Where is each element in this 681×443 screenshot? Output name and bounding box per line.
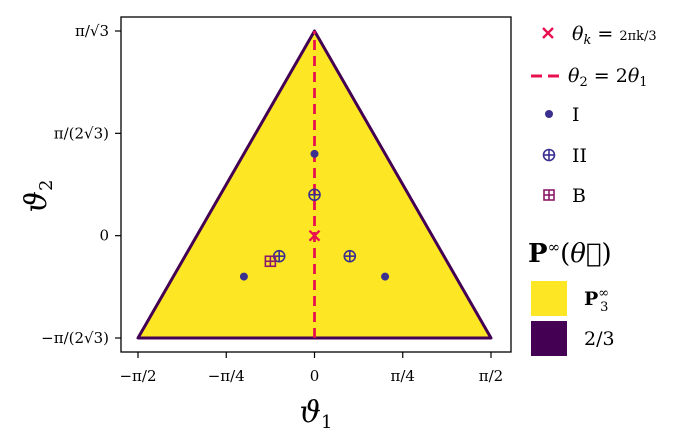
x-tick-label-0: −π/2 bbox=[119, 367, 156, 385]
legend: θk = 2πk/3 θ2 = 2θ1 I II bbox=[531, 23, 657, 207]
y-tick-label-0: π/√3 bbox=[75, 22, 109, 40]
point-theta-k-0 bbox=[308, 229, 321, 242]
color-legend: P∞(θ⃗) P∞3 2/3 bbox=[528, 238, 615, 356]
legend-entry-theta-2: θ2 = 2θ1 bbox=[531, 65, 648, 90]
y-tick-label-3: −π/(2√3) bbox=[41, 329, 109, 347]
circle-plus-marker-icon bbox=[542, 148, 556, 162]
legend-label-theta-2: θ2 = 2θ1 bbox=[568, 65, 648, 90]
y-axis-label: ϑ2 bbox=[19, 180, 57, 213]
color-legend-label-P3: P∞3 bbox=[584, 286, 609, 315]
point-I-1 bbox=[239, 272, 248, 281]
legend-entry-II: II bbox=[542, 145, 587, 167]
legend-label-theta-k: θk = 2πk/3 bbox=[572, 23, 657, 48]
x-marker-icon bbox=[542, 27, 554, 39]
x-tick-label-1: −π/4 bbox=[208, 367, 245, 385]
point-I-0 bbox=[310, 149, 319, 158]
point-B-0 bbox=[264, 255, 277, 268]
point-II-0 bbox=[308, 188, 321, 202]
x-ticks: −π/2 −π/4 0 π/4 π/2 bbox=[119, 352, 503, 385]
square-plus-marker-icon bbox=[543, 189, 555, 201]
legend-entry-theta-k: θk = 2πk/3 bbox=[542, 23, 657, 48]
legend-entry-B: B bbox=[543, 185, 586, 207]
y-ticks: π/√3 π/(2√3) 0 −π/(2√3) bbox=[41, 22, 121, 347]
legend-entry-I: I bbox=[545, 104, 580, 126]
point-II-2 bbox=[343, 249, 357, 263]
color-swatch-two-thirds bbox=[531, 321, 567, 356]
color-swatch-P3 bbox=[531, 281, 567, 316]
plot-frame bbox=[120, 16, 512, 353]
y-tick-label-2: 0 bbox=[99, 227, 109, 245]
color-legend-title: P∞(θ⃗) bbox=[528, 238, 612, 269]
x-tick-label-3: π/4 bbox=[391, 367, 415, 385]
dot-marker-icon bbox=[545, 110, 553, 118]
x-tick-label-4: π/2 bbox=[479, 367, 503, 385]
legend-label-II: II bbox=[572, 145, 587, 167]
x-tick-label-2: 0 bbox=[310, 367, 320, 385]
legend-label-I: I bbox=[572, 104, 580, 126]
point-I-2 bbox=[381, 272, 390, 281]
color-legend-label-two-thirds: 2/3 bbox=[584, 328, 615, 350]
y-tick-label-1: π/(2√3) bbox=[54, 124, 109, 142]
x-axis-label: ϑ1 bbox=[300, 395, 333, 433]
data-layer bbox=[239, 31, 390, 338]
legend-label-B: B bbox=[572, 185, 586, 207]
